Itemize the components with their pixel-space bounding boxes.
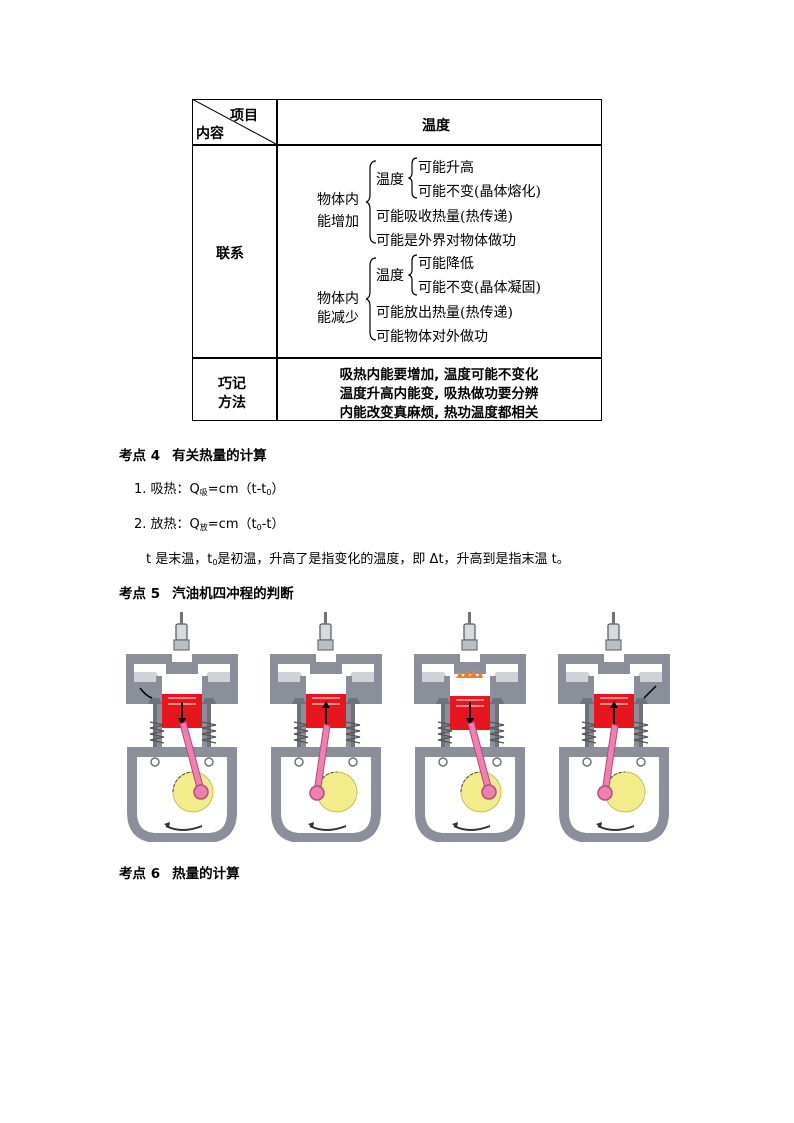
table-row-divider-header (192, 144, 602, 146)
decrease-group-line2: 能减少 (317, 310, 359, 326)
decrease-inner-brace (408, 254, 418, 296)
engine-compression-stroke (270, 612, 382, 838)
engine-power-stroke (414, 612, 526, 838)
section4-heading: 考点 4 有关热量的计算 (119, 444, 267, 464)
decrease-outer-brace (366, 257, 377, 341)
increase-temp-option1: 可能升高 (418, 160, 474, 176)
mnemonic-line-1: 吸热内能要增加, 温度可能不变化 (339, 367, 539, 383)
decrease-group-line1: 物体内 (317, 291, 359, 307)
section5-heading: 考点 5 汽油机四冲程的判断 (119, 582, 294, 602)
formula-absorb-heat: 1. 吸热：Q吸=cm（t-t0） (134, 482, 285, 497)
increase-temp-label: 温度 (376, 172, 404, 188)
four-stroke-engine-diagrams (118, 612, 678, 842)
increase-group-line1: 物体内 (317, 192, 359, 208)
formula-release-heat: 2. 放热：Q放=cm（t0-t） (134, 517, 285, 532)
header-content-label: 内容 (196, 126, 224, 142)
header-item-label: 项目 (230, 108, 258, 124)
engine-exhaust-stroke (558, 612, 670, 838)
decrease-temp-option1: 可能降低 (418, 256, 474, 272)
decrease-option3: 可能放出热量(热传递) (376, 305, 513, 321)
row-label-relation: 联系 (216, 246, 244, 262)
increase-group-line2: 能增加 (317, 214, 359, 230)
section5-number: 考点 5 (119, 586, 161, 602)
mnemonic-line-2: 温度升高内能变, 吸热做功要分辨 (339, 386, 539, 402)
engine-intake-stroke (126, 612, 238, 838)
decrease-temp-label: 温度 (376, 268, 404, 284)
section6-number: 考点 6 (119, 866, 161, 882)
decrease-option4: 可能物体对外做功 (376, 329, 488, 345)
comparison-table (192, 99, 602, 421)
mnemonic-line-3: 内能改变真麻烦, 热功温度都相关 (339, 405, 539, 421)
section6-title: 热量的计算 (172, 866, 240, 882)
increase-option3: 可能吸收热量(热传递) (376, 209, 513, 225)
header-diagonal-line (192, 99, 277, 145)
row-label-mnemonic-1: 巧记 (218, 376, 246, 392)
increase-outer-brace (366, 160, 377, 244)
section6-heading: 考点 6 热量的计算 (119, 862, 240, 882)
increase-inner-brace (408, 157, 418, 199)
increase-option4: 可能是外界对物体做功 (376, 233, 516, 249)
header-temperature-label: 温度 (422, 118, 450, 134)
decrease-temp-option2: 可能不变(晶体凝固) (418, 280, 541, 296)
table-column-divider (276, 99, 278, 421)
section5-title: 汽油机四冲程的判断 (172, 586, 294, 602)
row-label-mnemonic-2: 方法 (218, 395, 246, 411)
table-row-divider-body (192, 357, 602, 359)
increase-temp-option2: 可能不变(晶体熔化) (418, 184, 541, 200)
section4-number: 考点 4 (119, 448, 161, 464)
section4-title: 有关热量的计算 (172, 448, 267, 464)
temperature-note: t 是末温，t0是初温，升高了是指变化的温度，即 Δt，升高到是指末温 t。 (146, 552, 570, 567)
